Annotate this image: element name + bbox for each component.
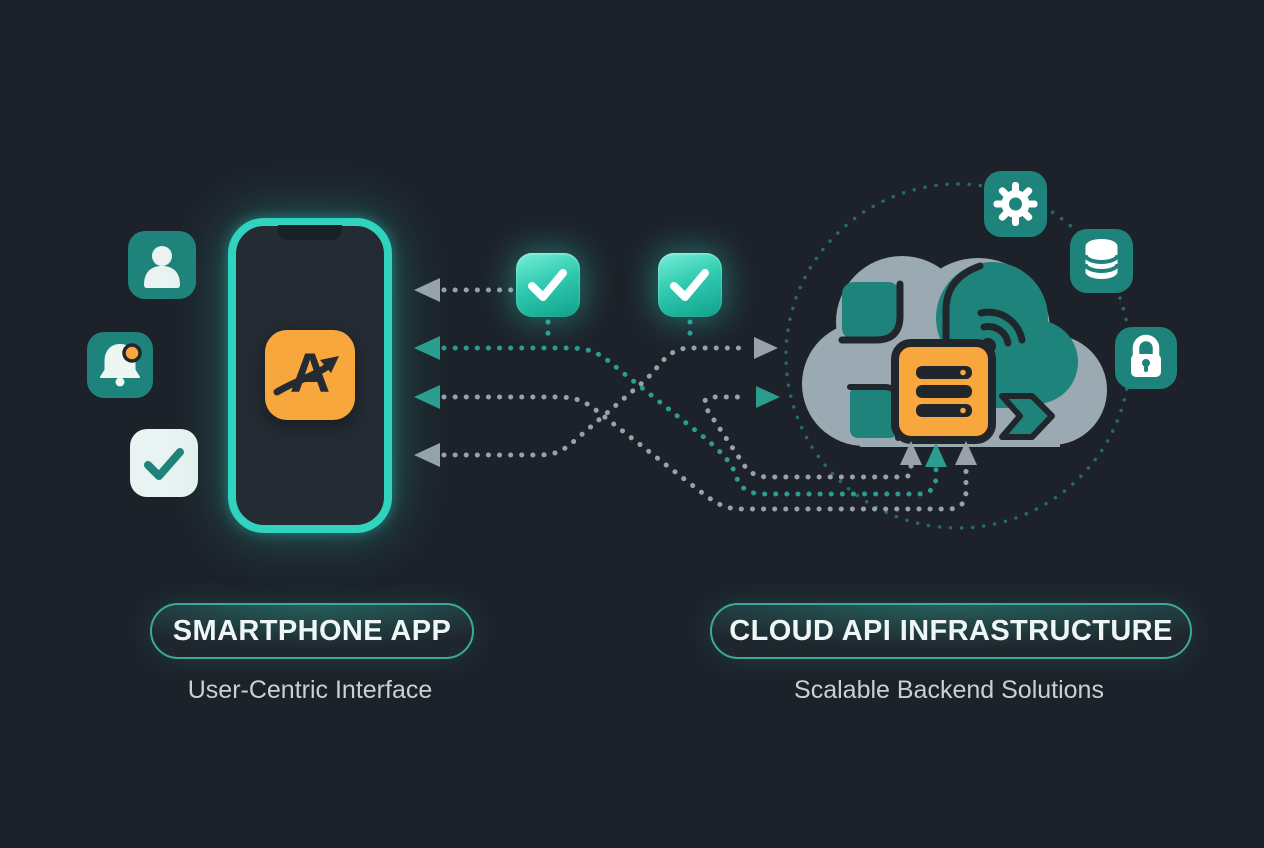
cloud-api-title: CLOUD API INFRASTRUCTURE bbox=[729, 614, 1173, 647]
arrow-right-icon bbox=[756, 386, 780, 408]
arrow-left-icon bbox=[414, 278, 440, 302]
smartphone-app-title: SMARTPHONE APP bbox=[172, 614, 452, 647]
arrow-up-icon bbox=[900, 441, 922, 465]
app-logo-icon: A bbox=[265, 330, 355, 420]
lock-icon bbox=[1115, 327, 1177, 389]
gear-icon bbox=[984, 171, 1047, 237]
notification-bell-icon bbox=[87, 332, 153, 398]
cloud-icon bbox=[802, 256, 1107, 447]
arrow-right-icon bbox=[754, 337, 778, 359]
cloud-api-label: CLOUD API INFRASTRUCTURE bbox=[710, 603, 1192, 659]
server-icon bbox=[891, 339, 996, 444]
arrow-up-icon bbox=[925, 443, 947, 467]
smartphone-app-label: SMARTPHONE APP bbox=[150, 603, 474, 659]
arrow-left-icon bbox=[414, 336, 440, 360]
smartphone-app-subtitle: User-Centric Interface bbox=[187, 676, 433, 704]
connection-lines bbox=[441, 287, 969, 512]
trend-arrow-icon bbox=[273, 356, 339, 396]
check-badge-icon bbox=[658, 253, 722, 317]
smartphone: A bbox=[228, 218, 392, 533]
arrowheads bbox=[414, 278, 977, 467]
arrow-left-icon bbox=[414, 385, 440, 409]
user-icon bbox=[128, 231, 196, 299]
database-icon bbox=[1070, 229, 1133, 293]
arrow-left-icon bbox=[414, 443, 440, 467]
check-icon bbox=[130, 429, 198, 497]
cloud-api-subtitle: Scalable Backend Solutions bbox=[794, 676, 1104, 704]
chevron-right-icon bbox=[999, 393, 1055, 440]
arrow-up-icon bbox=[955, 441, 977, 465]
phone-notch bbox=[278, 225, 342, 240]
check-badge-icon bbox=[516, 253, 580, 317]
